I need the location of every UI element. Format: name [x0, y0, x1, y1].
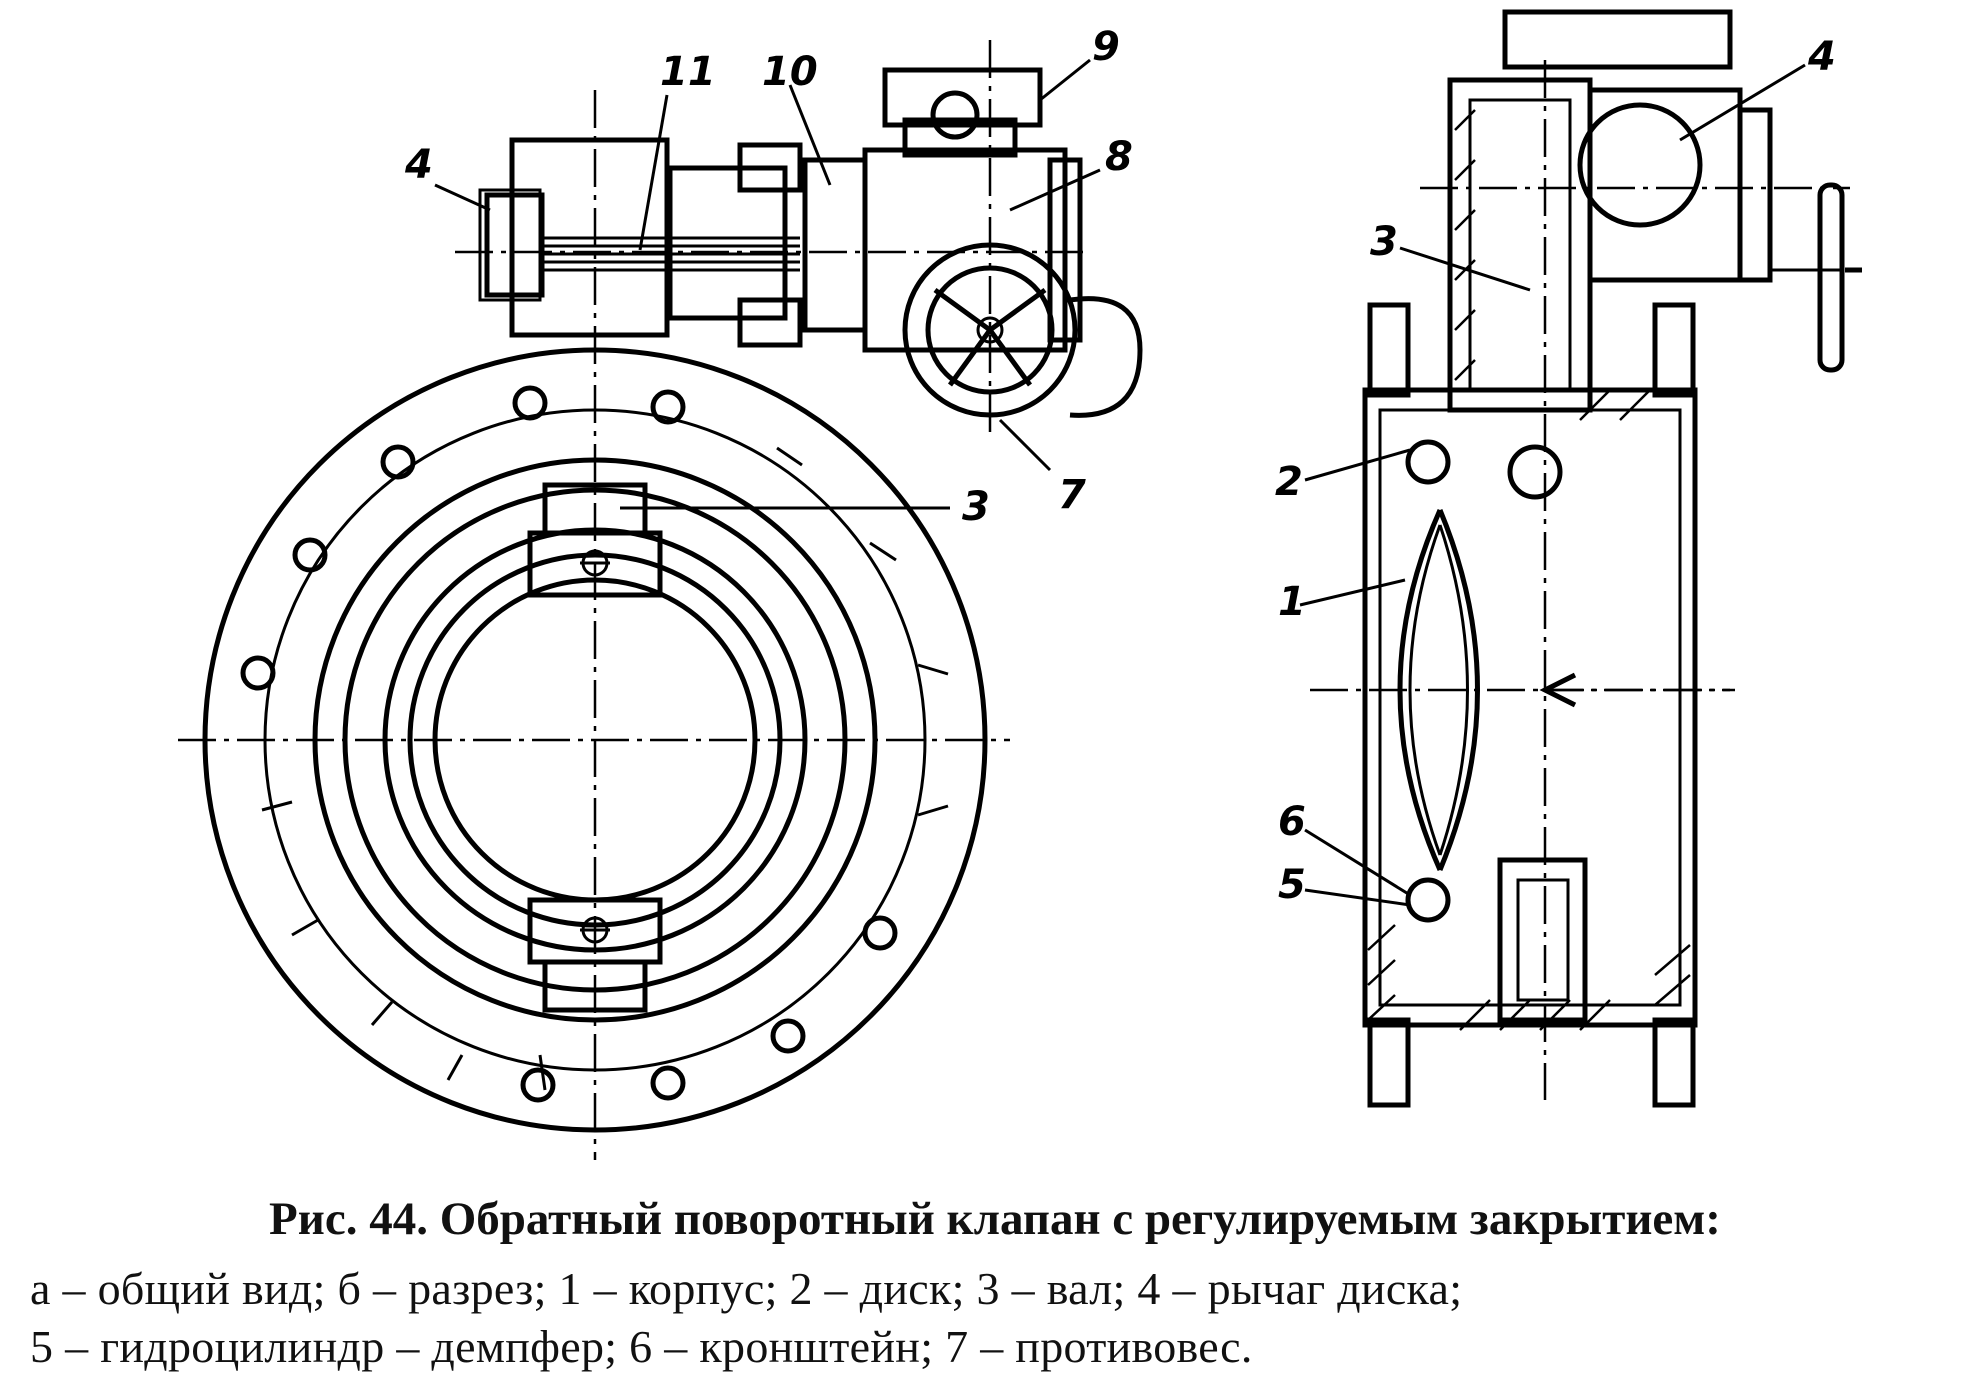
bolt-hole	[240, 655, 276, 691]
actuator-assembly	[455, 40, 1143, 440]
counterweight-wheel-7	[902, 242, 1143, 418]
part-labels-right: 4 3 2 1 6 5	[1275, 34, 1836, 908]
body-ring-4	[407, 552, 783, 928]
section-lever-4	[1577, 102, 1703, 228]
section-bracket-6	[1405, 877, 1451, 923]
housing-8	[862, 147, 1068, 353]
valve-technical-drawing: 11 10 9 4 8 3 7	[178, 9, 1862, 1160]
label-8: 8	[1105, 134, 1133, 180]
bolt-hole	[770, 1018, 806, 1054]
bolt-hole	[650, 1065, 686, 1101]
label-4: 4	[404, 142, 433, 188]
label-9: 9	[1092, 24, 1120, 70]
label-section-3: 3	[1370, 219, 1398, 265]
figure-caption-line-1: а – общий вид; б – разрез; 1 – корпус; 2…	[30, 1263, 1463, 1314]
body-hatching	[1367, 389, 1691, 1031]
section-body-1	[1362, 387, 1698, 1028]
label-section-5: 5	[1278, 862, 1306, 908]
body-ring-2	[342, 487, 848, 993]
label-11: 11	[660, 49, 716, 95]
bottom-shaft-boss	[527, 897, 663, 1013]
section-upper-ball	[1405, 439, 1451, 485]
cylinder-10	[802, 157, 868, 333]
general-view: 11 10 9 4 8 3 7	[178, 24, 1143, 1160]
bolt-circle	[263, 408, 927, 1072]
section-view: 4 3 2 1 6 5	[1275, 9, 1862, 1108]
bolt-hole	[292, 537, 328, 573]
section-handle	[1817, 182, 1845, 373]
label-section-2: 2	[1275, 459, 1303, 505]
figure-caption-title: Рис. 44. Обратный поворотный клапан с ре…	[269, 1193, 1721, 1245]
section-disc-2	[1397, 508, 1443, 872]
bolt-hole	[380, 444, 416, 480]
flow-arrow	[1539, 672, 1577, 708]
body-ring-3	[382, 527, 808, 953]
bolt-hole	[650, 389, 686, 425]
bolt-hole	[512, 385, 548, 421]
section-top-cover	[1502, 9, 1733, 70]
figure-caption-line-2: 5 – гидроцилиндр – демпфер; 6 – кронштей…	[30, 1321, 1253, 1372]
leader-lines-left	[434, 58, 1101, 510]
label-3: 3	[962, 484, 990, 530]
bolt-holes	[240, 385, 898, 1103]
part-labels-left: 11 10 9 4 8 3 7	[404, 24, 1133, 530]
body-ring-1	[312, 457, 878, 1023]
label-section-6: 6	[1278, 799, 1306, 845]
leader-lines-right	[1299, 63, 1806, 907]
bolt-hole	[520, 1067, 556, 1103]
label-section-1: 1	[1278, 579, 1306, 625]
flange-ticks	[261, 446, 949, 1091]
section-damper-5	[1497, 857, 1588, 1023]
label-7: 7	[1058, 472, 1086, 518]
bolt-hole	[862, 915, 898, 951]
label-section-4: 4	[1807, 34, 1836, 80]
label-10: 10	[762, 49, 818, 95]
outer-flange	[202, 347, 988, 1133]
top-cover-9	[882, 67, 1043, 128]
